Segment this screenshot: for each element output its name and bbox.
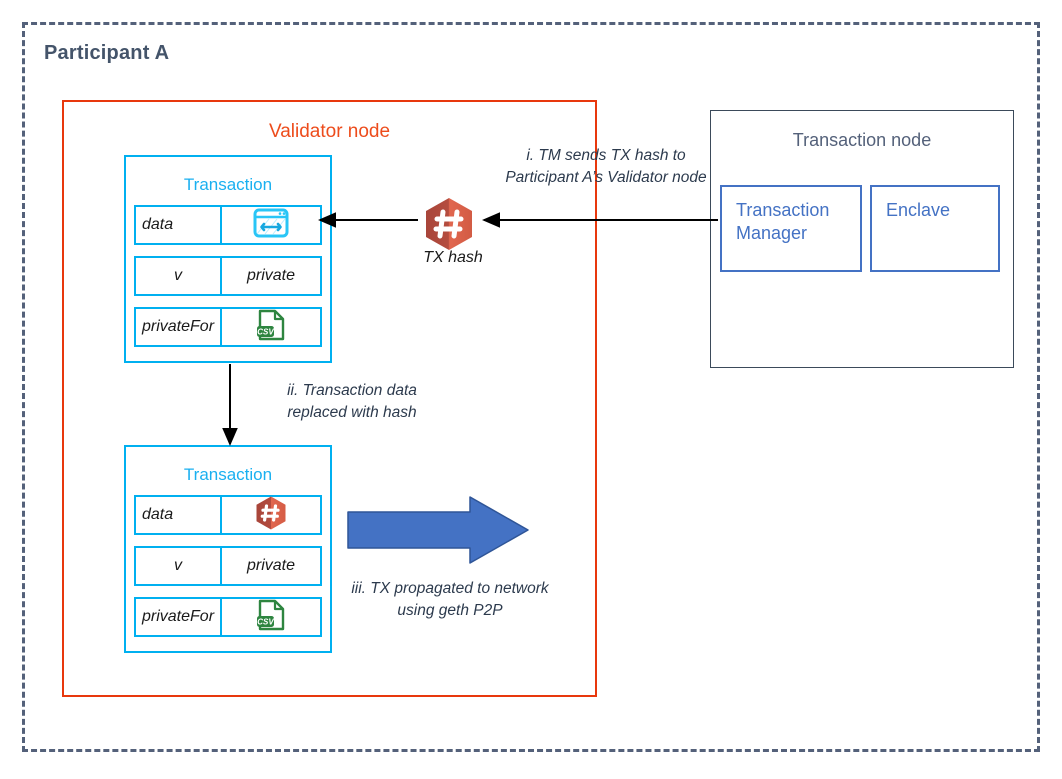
svg-text:CSV: CSV (257, 617, 274, 626)
transaction-box-title: Transaction (183, 175, 273, 194)
transaction-rows: data (126, 495, 330, 637)
validator-node-title: Validator node (268, 121, 391, 142)
transaction-box-original: Transaction data (124, 155, 332, 363)
table-row: data (134, 205, 322, 245)
svg-text:CSV: CSV (257, 327, 274, 336)
table-row: data (134, 495, 322, 535)
annotation-step-i: i. TM sends TX hash to Participant A’s V… (505, 147, 707, 187)
field-key: privateFor (136, 309, 222, 345)
transaction-box-title: Transaction (183, 465, 273, 484)
annotation-step-ii: ii. Transaction data replaced with hash (287, 382, 417, 422)
table-row: privateFor CSV (134, 597, 322, 637)
field-key: v (136, 258, 222, 294)
transaction-box-hashed: Transaction data (124, 445, 332, 653)
hash-hexagon-icon (422, 196, 476, 257)
participant-title: Participant A (44, 42, 170, 64)
enclave-box: Enclave (870, 185, 1000, 272)
field-value: CSV (222, 599, 320, 635)
field-key: data (136, 207, 222, 243)
tx-hash-label: TX hash (423, 249, 483, 266)
table-row: v private (134, 546, 322, 586)
browser-exchange-icon (253, 208, 289, 243)
field-key: data (136, 497, 222, 533)
field-value: private (246, 267, 296, 284)
table-row: v private (134, 256, 322, 296)
transaction-node-title: Transaction node (792, 130, 932, 150)
field-value (222, 495, 320, 536)
csv-file-icon: CSV (256, 599, 286, 636)
transaction-rows: data (126, 205, 330, 347)
hash-hexagon-icon (254, 495, 288, 536)
csv-file-icon: CSV (256, 309, 286, 346)
table-row: privateFor CSV (134, 307, 322, 347)
field-value: private (246, 557, 296, 574)
field-value (222, 207, 320, 243)
field-value: CSV (222, 309, 320, 345)
field-key: privateFor (136, 599, 222, 635)
transaction-manager-box: Transaction Manager (720, 185, 862, 272)
field-key: v (136, 548, 222, 584)
participant-boundary (22, 22, 1040, 752)
annotation-step-iii: iii. TX propagated to network using geth… (351, 580, 549, 620)
